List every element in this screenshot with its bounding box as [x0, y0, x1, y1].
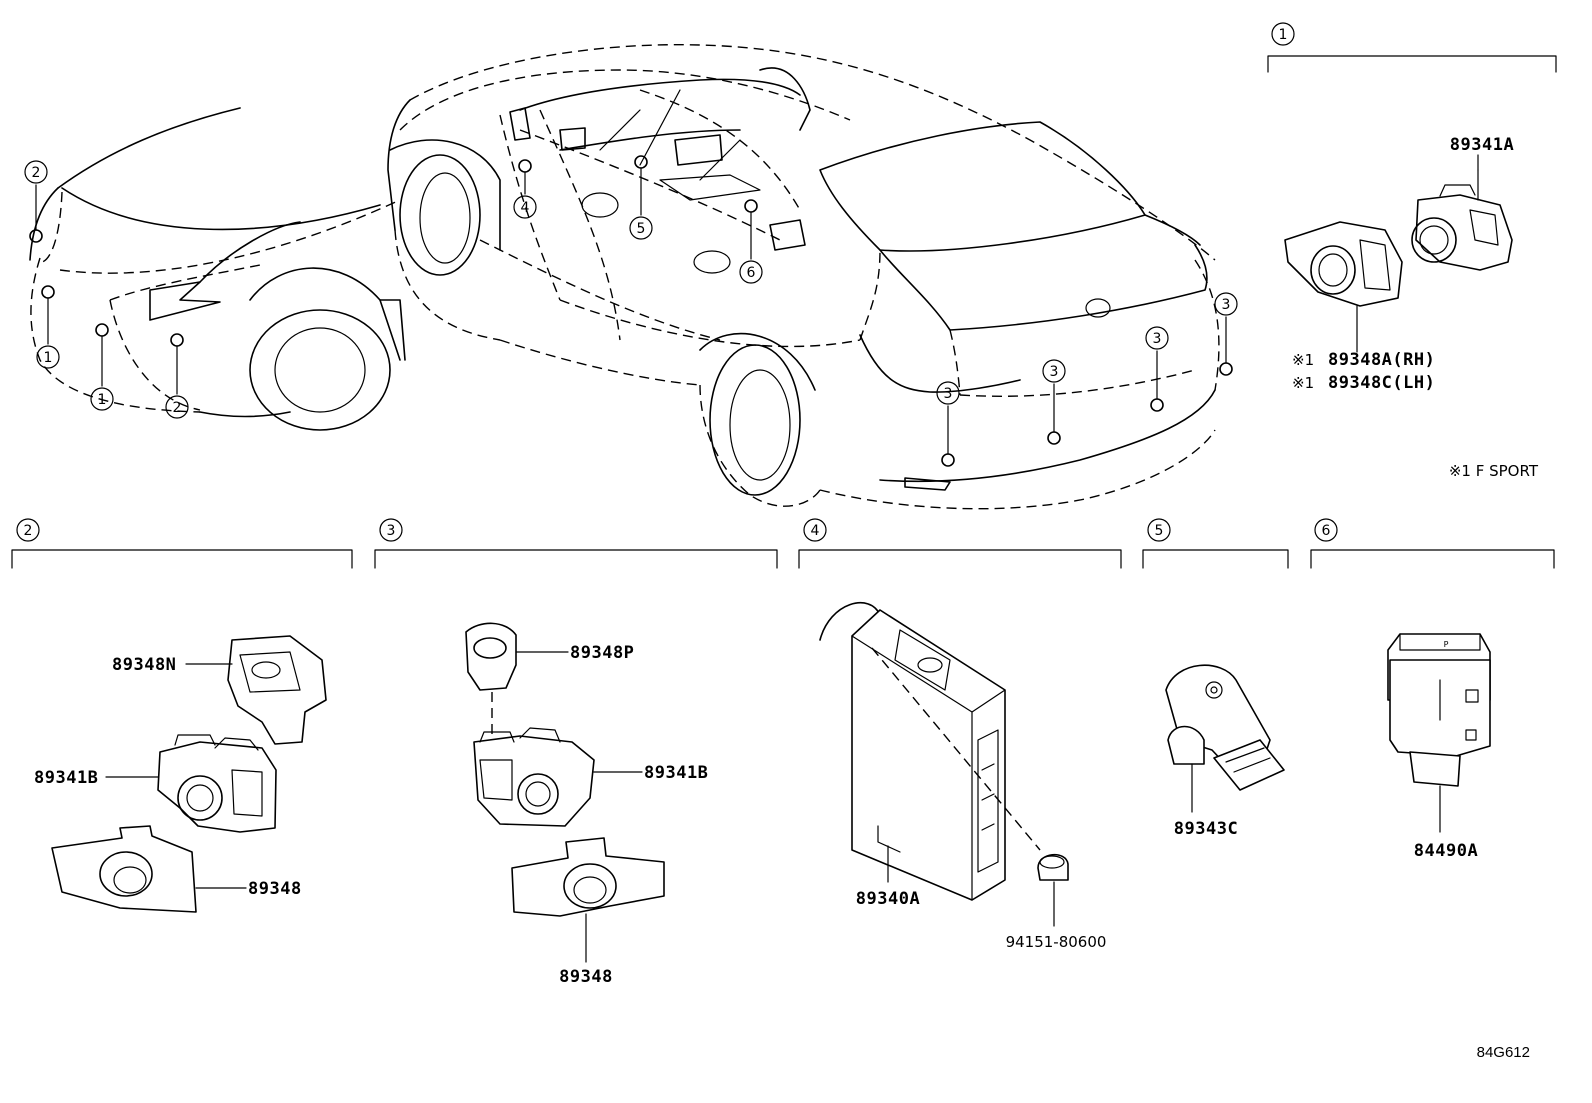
label-89343C: 89343C [1174, 819, 1238, 839]
section-3: 3 89348P 89341B 89348 [374, 518, 778, 987]
label-89348A-rh: 89348A(RH) [1328, 350, 1435, 370]
label-89348-sec2: 89348 [248, 879, 302, 899]
buzzer-89343C-drawing [1165, 664, 1285, 791]
label-89348C-lh: 89348C(LH) [1328, 373, 1435, 393]
vehicle-sensor-markers: 4 5 6 3 3 3 3 [513, 155, 1238, 467]
callout-3-rear-3: 3 [1153, 331, 1162, 347]
section-5-number: 5 [1155, 523, 1164, 539]
label-89341B-sec2: 89341B [34, 768, 98, 788]
label-89341B-sec3: 89341B [644, 763, 708, 783]
callout-3-rear-4: 3 [1222, 297, 1231, 313]
front-bumper-illustration [29, 107, 406, 431]
bracket-89348N-drawing [227, 635, 327, 745]
ecu-89340A-drawing [819, 601, 1006, 901]
section-1-number: 1 [1279, 27, 1288, 43]
section-2-number: 2 [24, 523, 33, 539]
callout-2-front-upper: 2 [32, 165, 41, 181]
section-5: 5 89343C [1142, 518, 1289, 839]
diagram-id: 84G612 [1477, 1044, 1530, 1061]
label-89341A: 89341A [1450, 135, 1514, 155]
callout-4-vehicle: 4 [521, 200, 530, 216]
label-89340A: 89340A [856, 889, 920, 909]
sensor-89341B-sec3-drawing [473, 727, 595, 827]
label-84490A: 84490A [1414, 841, 1478, 861]
section-4: 4 89340A 94151-80600 [798, 518, 1122, 951]
callout-5-vehicle: 5 [637, 221, 646, 237]
label-89348P: 89348P [570, 643, 634, 663]
label-89348N: 89348N [112, 655, 176, 675]
cap-89348P-drawing [465, 622, 517, 691]
section-1: 1 89341A ※1 89348A(RH) ※1 89348C(LH) ※1 … [1267, 22, 1557, 480]
section-3-number: 3 [387, 523, 396, 539]
clip-94151-drawing [1037, 853, 1069, 881]
holder-89348-sec3-drawing [511, 837, 665, 917]
callout-1-front-center: 1 [98, 392, 107, 408]
callout-6-vehicle: 6 [747, 265, 756, 281]
holder-89348-drawing [51, 825, 197, 913]
section-6: 6 P 84490A [1310, 518, 1555, 861]
vehicle-body-illustration [387, 43, 1220, 510]
sensor-89341B-drawing [157, 734, 277, 833]
sensor-89341A-drawing [1411, 169, 1513, 271]
callout-3-rear-2: 3 [1050, 364, 1059, 380]
label-89348-sec3: 89348 [559, 967, 613, 987]
fsport-mark-rh: ※1 [1292, 351, 1314, 369]
section-4-number: 4 [811, 523, 820, 539]
callout-3-rear-1: 3 [944, 386, 953, 402]
callout-2-front-lower: 2 [173, 400, 182, 416]
front-sensor-markers: 2 1 1 2 [24, 160, 189, 419]
callout-1-front-left: 1 [44, 350, 53, 366]
section-6-number: 6 [1322, 523, 1331, 539]
switch-key-label: P [1444, 640, 1449, 649]
fsport-mark-lh: ※1 [1292, 374, 1314, 392]
fsport-note: ※1 F SPORT [1449, 462, 1539, 480]
sensor-cover-89348A-drawing [1284, 221, 1403, 307]
label-94151-80600: 94151-80600 [1006, 933, 1107, 951]
section-2: 2 89348N 89341B 89348 [11, 518, 353, 913]
switch-84490A-drawing: P [1387, 633, 1491, 787]
